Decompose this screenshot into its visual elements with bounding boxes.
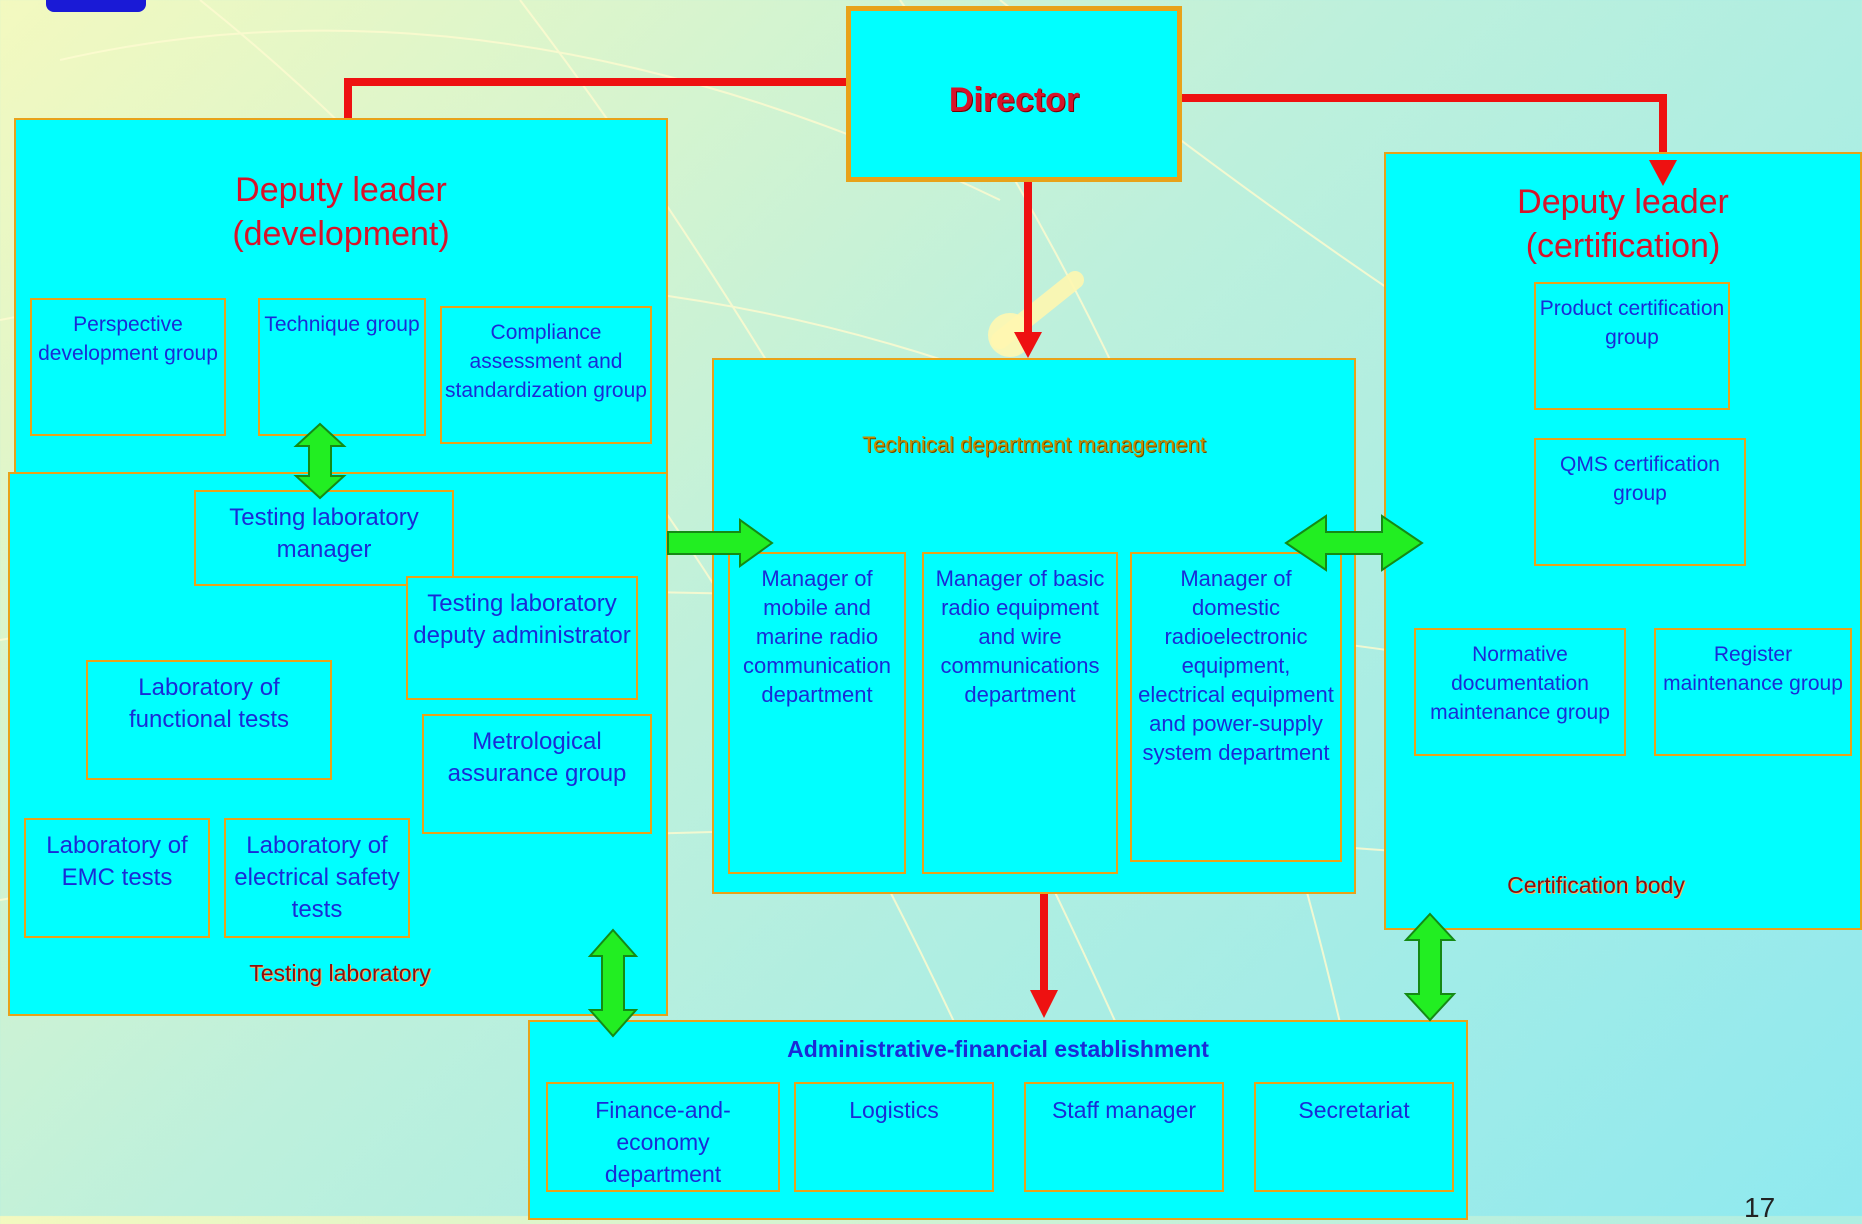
- dev-title-line2: (development): [232, 215, 450, 253]
- lab-deputy-box: Testing laboratory deputy administrator: [406, 576, 638, 700]
- testing-laboratory-box: Testing laboratory manager Testing labor…: [8, 472, 668, 1016]
- technical-department-title: Technical department management: [862, 432, 1206, 457]
- technique-group: Technique group: [258, 298, 426, 436]
- compliance-assessment-group: Compliance assessment and standardizatio…: [440, 306, 652, 444]
- register-maintenance-group: Register maintenance group: [1654, 628, 1852, 756]
- connector-director-dev-h: [344, 78, 846, 86]
- admin-financial-title: Administrative-financial establishment: [787, 1036, 1209, 1062]
- connector-director-tech-v: [1024, 180, 1032, 340]
- director-title: Director: [948, 81, 1080, 119]
- staff-manager: Staff manager: [1024, 1082, 1224, 1192]
- dev-deputy-title: Deputy leader (development): [16, 168, 666, 256]
- slide-link-fragment[interactable]: [46, 0, 146, 12]
- arrowhead-to-cert: [1649, 160, 1677, 186]
- domestic-radioelectronic-dept: Manager of domestic radioelectronic equi…: [1130, 552, 1342, 862]
- logistics-dept: Logistics: [794, 1082, 994, 1192]
- qms-certification-group: QMS certification group: [1534, 438, 1746, 566]
- cert-title-line1: Deputy leader: [1517, 183, 1729, 221]
- finance-economy-dept: Finance-and-economy department: [546, 1082, 780, 1192]
- normative-documentation-group: Normative documentation maintenance grou…: [1414, 628, 1626, 756]
- secretariat: Secretariat: [1254, 1082, 1454, 1192]
- mobile-marine-radio-dept: Manager of mobile and marine radio commu…: [728, 552, 906, 874]
- dev-title-line1: Deputy leader: [235, 171, 447, 209]
- cert-title-line2: (certification): [1525, 227, 1721, 265]
- perspective-development-group: Perspective development group: [30, 298, 226, 436]
- arrow-dev-lab: [293, 422, 347, 500]
- certification-body-label: Certification body: [1507, 872, 1685, 898]
- arrow-lab-admin: [587, 928, 639, 1038]
- functional-tests-lab: Laboratory of functional tests: [86, 660, 332, 780]
- certification-body-box: Deputy leader (certification) Product ce…: [1384, 152, 1862, 930]
- lab-manager-box: Testing laboratory manager: [194, 490, 454, 586]
- electrical-safety-tests-lab: Laboratory of electrical safety tests: [224, 818, 410, 938]
- technical-department-box: Technical department management Manager …: [712, 358, 1356, 894]
- product-certification-group: Product certification group: [1534, 282, 1730, 410]
- arrowhead-to-tech: [1014, 332, 1042, 358]
- arrow-cert-admin: [1403, 912, 1457, 1022]
- emc-tests-lab: Laboratory of EMC tests: [24, 818, 210, 938]
- basic-radio-wire-dept: Manager of basic radio equipment and wir…: [922, 552, 1118, 874]
- dev-deputy-box: Deputy leader (development) Perspective …: [14, 118, 668, 478]
- admin-financial-box: Administrative-financial establishment F…: [528, 1020, 1468, 1220]
- arrowhead-to-admin: [1030, 990, 1058, 1018]
- cert-deputy-title: Deputy leader (certification): [1386, 180, 1860, 268]
- connector-director-cert-h: [1180, 94, 1667, 102]
- arrow-lab-tech: [667, 518, 774, 568]
- arrow-tech-cert: [1284, 514, 1424, 572]
- director-box: Director: [846, 6, 1182, 182]
- connector-director-cert-v: [1659, 94, 1667, 174]
- connector-tech-admin-v: [1040, 892, 1048, 992]
- testing-laboratory-label: Testing laboratory: [249, 960, 431, 986]
- page-number: 17: [1744, 1192, 1776, 1223]
- metrological-assurance-group: Metrological assurance group: [422, 714, 652, 834]
- connector-director-dev-v: [344, 78, 352, 122]
